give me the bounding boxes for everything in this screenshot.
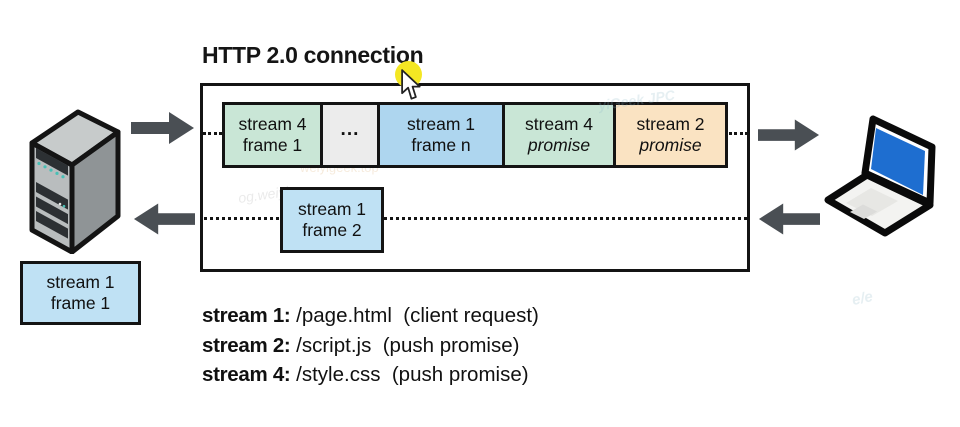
frame-label: stream 4 (238, 113, 307, 134)
watermark-text: e/e (850, 288, 875, 309)
frame-label: frame n (411, 135, 471, 155)
legend-row-stream1: stream 1: /page.html (client request) (202, 301, 539, 331)
legend-stream-detail: /page.html (client request) (290, 304, 539, 327)
frame-stream4-frame1: stream 4 frame 1 (222, 102, 323, 168)
arrow-left-icon (133, 203, 195, 235)
legend-stream-detail: /style.css (push promise) (290, 363, 529, 386)
frame-stream4-promise: stream 4 promise (502, 102, 616, 168)
legend-stream-label: stream 4: (202, 363, 291, 386)
frame-label: promise (639, 135, 702, 155)
arrow-left-icon (758, 203, 820, 235)
request-channel-dotted-line-left (203, 132, 222, 135)
frame-label: stream 2 (636, 113, 705, 134)
legend-stream-label: stream 1: (202, 304, 291, 327)
frame-label: stream 4 (524, 113, 594, 134)
frame-label: promise (527, 135, 591, 155)
frame-label: frame 1 (242, 135, 303, 155)
frame-stream2-promise: stream 2 promise (613, 102, 728, 168)
diagram-title: HTTP 2.0 connection (202, 42, 424, 68)
frame-label: stream 1 (297, 198, 367, 219)
laptop-icon (824, 115, 936, 237)
frame-stream1-frame2: stream 1 frame 2 (280, 187, 384, 253)
frame-label: frame 2 (302, 220, 362, 240)
frame-stream1-frame1-queued: stream 1 frame 1 (20, 261, 141, 325)
legend-stream-label: stream 2: (202, 333, 291, 357)
frame-label: stream 1 (46, 271, 115, 292)
stream-legend: stream 1: /page.html (client request) st… (202, 301, 539, 390)
frame-stream1-frame-n: stream 1 frame n (377, 102, 505, 168)
ellipsis-label: ··· (340, 124, 360, 146)
frame-ellipsis: ··· (320, 102, 380, 168)
response-channel-dotted-line (204, 217, 747, 220)
legend-row-stream4: stream 4: /style.css (push promise) (202, 360, 539, 390)
arrow-right-icon (758, 119, 820, 151)
frame-label: stream 1 (406, 113, 476, 134)
legend-row-stream2: stream 2: /script.js (push promise) (202, 331, 539, 361)
arrow-right-icon (131, 112, 194, 144)
request-channel-dotted-line-right (729, 132, 748, 135)
legend-stream-detail: /script.js (push promise) (290, 333, 520, 357)
server-tower-icon (29, 109, 121, 254)
frame-label: frame 1 (50, 293, 111, 313)
mouse-cursor-icon (401, 69, 421, 100)
